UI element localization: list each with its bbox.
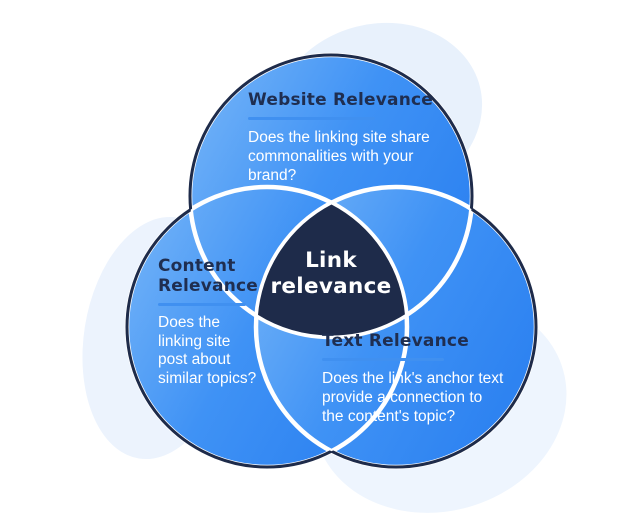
text-relevance-title: Text Relevance [322, 331, 469, 351]
website-relevance-title: Website Relevance [248, 90, 434, 110]
website-relevance-divider [248, 117, 375, 120]
navy-outline-arcs [125, 53, 538, 469]
text-relevance-description: Does the link's anchor text provide a co… [322, 370, 504, 425]
center-intersection-shape [254, 201, 409, 339]
website-relevance-description: Does the linking site share commonalitie… [248, 129, 430, 184]
center-label: Link relevance [270, 248, 392, 299]
text-relevance-divider [322, 358, 444, 361]
content-relevance-description: Does the linking site post about similar… [158, 314, 257, 387]
content-relevance-title: Content Relevance [158, 256, 259, 296]
text-relevance-section: Text Relevance Does the link's anchor te… [322, 331, 503, 426]
content-relevance-divider [158, 303, 246, 306]
website-relevance-section: Website Relevance Does the linking site … [248, 90, 433, 185]
content-relevance-section: Content Relevance Does the linking site … [158, 256, 258, 388]
